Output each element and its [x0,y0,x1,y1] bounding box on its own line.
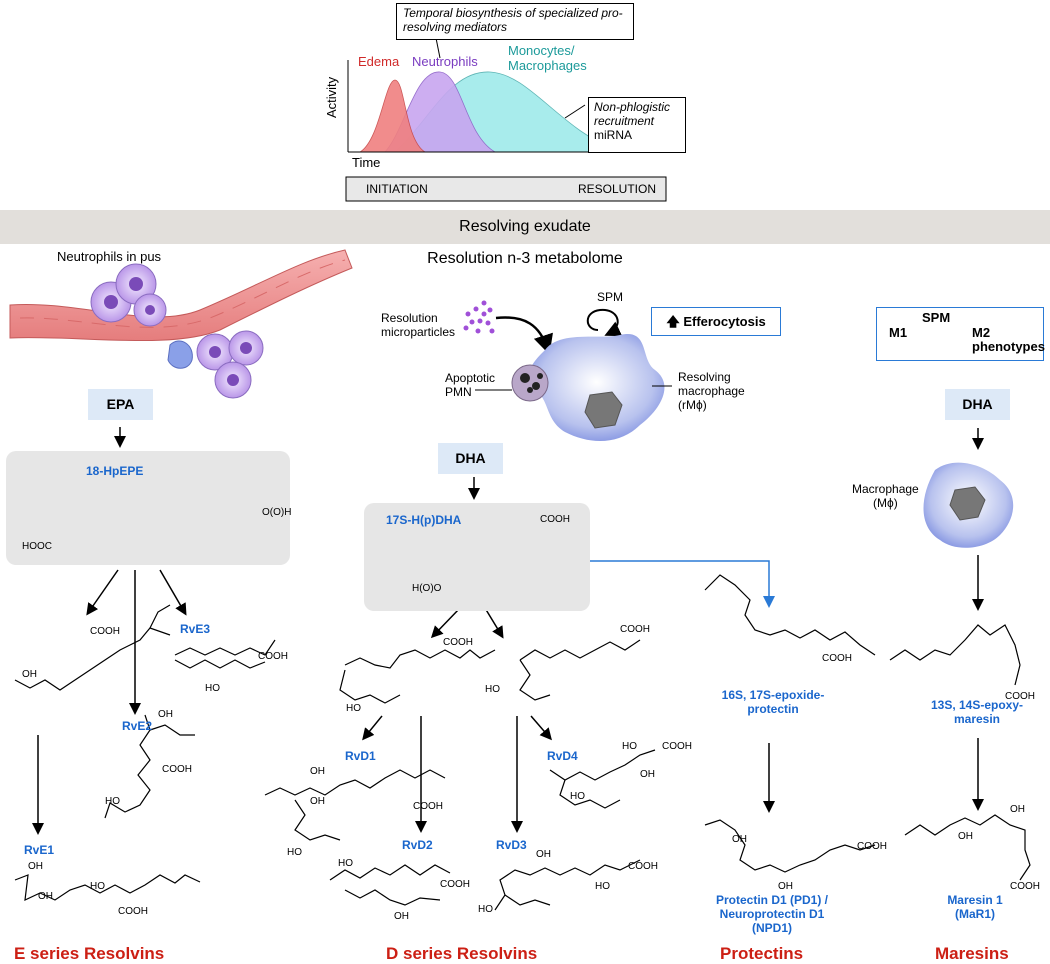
rvd4-label: RvD4 [547,749,578,763]
monocytes-label: Monocytes/ Macrophages [508,43,587,73]
right-spm-label: SPM [922,310,951,325]
mar1-label: Maresin 1 (MaR1) [947,893,1003,921]
microparticles-dots [463,300,495,334]
up-arrow-icon: 🡅 [666,314,680,329]
macrophage-illustration [923,462,1014,548]
epox-right-ho: HO [485,684,500,695]
epox-left-ho: HO [346,703,361,714]
hpepe-box [6,451,290,565]
epoxide-cooh: COOH [822,653,852,664]
rve1-cooh: COOH [118,906,148,917]
resolving-macrophage-label: Resolving macrophage (rMϕ) [678,370,745,412]
rvd4-ho-b: HO [570,791,585,802]
rve2-ho: HO [105,796,120,807]
apoptotic-pmn-label: Apoptotic PMN [445,371,496,399]
epoxy-maresin-label: 13S, 14S-epoxy- maresin [930,698,1024,726]
rve-oh: OH [22,669,37,680]
rvd2-oh: OH [394,911,409,922]
mar1-oh-right: OH [1010,804,1025,815]
hdha-cooh: COOH [540,514,570,525]
d-series-title: D series Resolvins [386,944,538,963]
edema-label: Edema [358,54,400,69]
protectins-title: Protectins [720,944,804,963]
metabolome-subtitle: Resolution n-3 metabolome [427,250,623,267]
callout-top-text: Temporal biosynthesis of specialized pro… [403,6,623,34]
hooh-label: H(O)O [412,583,442,594]
hooc-label: HOOC [22,541,52,552]
neutrophils-in-pus-label: Neutrophils in pus [57,249,162,264]
y-axis-label: Activity [324,76,339,118]
hdha-label: 17S-H(p)DHA [386,513,462,527]
rve1-oh-bottom: OH [38,891,53,902]
rvd3-ho-right: HO [595,881,610,892]
rve2-oh: OH [158,709,173,720]
macrophage-label: Macrophage (Mϕ) [852,482,919,510]
epox-left-cooh: COOH [443,637,473,648]
rvd1-oh-b: OH [310,796,325,807]
mar1-oh-left: OH [958,831,973,842]
epoxide-protectin-label: 16S, 17S-epoxide- protectin [721,688,825,716]
initiation-label: INITIATION [366,182,428,196]
epa-box: EPA [88,389,153,420]
dha-box-right: DHA [945,389,1010,420]
callout-right-text: Non-phlogistic recruitment [594,100,671,128]
rve2-label: RvE2 [122,719,153,733]
efferocytosis-box: 🡅 Efferocytosis [651,307,781,336]
resolving-macrophage-illustration [511,334,665,442]
rvd3-ho: HO [478,904,493,915]
resolving-exudate-banner: Resolving exudate [459,218,591,235]
rvd2-ho: HO [338,858,353,869]
non-phlogistic-callout: Non-phlogistic recruitment miRNA [588,97,686,153]
m1-m2-box [876,307,1044,361]
rvd4-ho: HO [622,741,637,752]
rvd1-cooh: COOH [413,801,443,812]
rve-cooh: COOH [90,626,120,637]
mar1-cooh: COOH [1010,881,1040,892]
epox-right-cooh: COOH [620,624,650,635]
resolution-label: RESOLUTION [578,182,657,196]
rvd3-oh: OH [536,849,551,860]
timeline-chart [347,32,668,153]
pd1-oh-bottom: OH [778,881,793,892]
temporal-biosynthesis-callout: Temporal biosynthesis of specialized pro… [396,3,634,40]
rve2-cooh: COOH [162,764,192,775]
neutrophils-label: Neutrophils [412,54,478,69]
rvd1-ho: HO [287,847,302,858]
rvd3-cooh: COOH [628,861,658,872]
rvd2-label: RvD2 [402,838,433,852]
pd1-cooh: COOH [857,841,887,852]
rve3-label: RvE3 [180,622,211,636]
rvd4-oh: OH [640,769,655,780]
m1-label: M1 [889,325,908,340]
rve3-cooh: COOH [258,651,288,662]
dha-box-center: DHA [438,443,503,474]
maresins-title: Maresins [935,944,1009,963]
epoxy-cooh: COOH [1005,691,1035,702]
rve3-ho: HO [205,683,220,694]
edema-curve [358,79,427,153]
blood-vessel-illustration [9,249,353,399]
pd1-oh-top: OH [732,834,747,845]
mirna-text: miRNA [594,128,632,142]
e-series-title: E series Resolvins [14,944,165,963]
rve1-label: RvE1 [24,843,55,857]
hpepe-label: 18-HpEPE [86,464,144,478]
ooh-label: O(O)H [262,507,292,518]
rve1-oh-top: OH [28,861,43,872]
microparticles-label: Resolution microparticles [381,311,456,339]
x-axis-label: Time [352,155,381,170]
rvd4-cooh: COOH [662,741,692,752]
rve1-ho: HO [90,881,105,892]
pd1-label: Protectin D1 (PD1) / Neuroprotectin D1 (… [715,893,829,935]
rvd2-cooh: COOH [440,879,470,890]
rvd1-label: RvD1 [345,749,376,763]
spm-label: SPM [597,290,624,304]
efferocytosis-label: Efferocytosis [683,314,766,329]
hdha-box [364,503,590,611]
rvd3-label: RvD3 [496,838,527,852]
rvd1-oh-a: OH [310,766,325,777]
m2-label: M2 phenotypes [972,325,1045,354]
